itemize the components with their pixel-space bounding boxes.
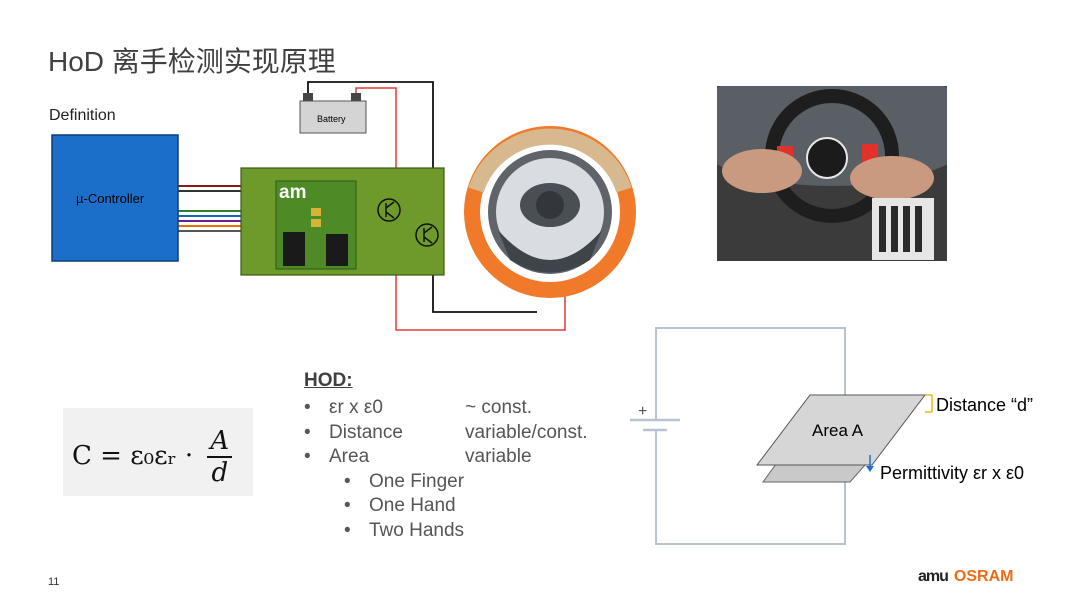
controller-label: µ-Controller xyxy=(76,191,145,206)
sub-item-label: Two Hands xyxy=(369,519,465,541)
plus-sign: + xyxy=(638,403,647,420)
pcb-chip-right xyxy=(326,234,348,266)
steering-wheel-photo xyxy=(717,86,947,261)
definition-label: Definition xyxy=(49,107,116,124)
pcb-brand: am xyxy=(279,182,306,203)
item-label: εr x ε0 xyxy=(329,397,383,418)
battery-terminal-neg xyxy=(303,93,313,101)
pcb-component xyxy=(311,219,321,227)
sub-item-label: One Finger xyxy=(369,470,465,492)
sub-item-label: One Hand xyxy=(369,495,456,516)
pcb-chip-left xyxy=(283,232,305,266)
distance-label: Distance “d” xyxy=(936,395,1033,415)
item-label: Area xyxy=(329,446,370,467)
bus-wires xyxy=(178,185,241,232)
controller-box xyxy=(51,134,179,262)
formula-lhs: C = ε₀εᵣ · xyxy=(72,441,194,471)
slide-title: HoD 离手检测实现原理 xyxy=(48,46,336,77)
item-value: variable xyxy=(465,446,532,467)
steering-wheel xyxy=(464,126,636,298)
transistor-icon xyxy=(415,223,439,247)
item-value: variable/const. xyxy=(465,421,588,443)
battery-label: Battery xyxy=(317,114,346,124)
area-label: Area A xyxy=(812,421,864,440)
item-value: ~ const. xyxy=(465,397,533,418)
page-number: 11 xyxy=(48,576,60,588)
battery-terminal-pos xyxy=(351,93,361,101)
permittivity-label: Permittivity εr x ε0 xyxy=(880,463,1024,483)
transistor-icon xyxy=(377,198,401,222)
capacitance-formula: C = ε₀εᵣ · A d xyxy=(72,426,233,488)
formula-numerator: A xyxy=(207,426,233,458)
pcb-component xyxy=(311,208,321,216)
capacitor-circuit xyxy=(630,327,933,545)
formula-box xyxy=(63,408,253,496)
hod-heading: HOD: xyxy=(304,370,353,391)
item-label: Distance xyxy=(329,421,403,443)
battery xyxy=(299,100,367,134)
formula-fraction: A d xyxy=(207,426,233,488)
logo-ams: amu xyxy=(918,568,949,585)
logo-osram: OSRAM xyxy=(953,568,1014,585)
formula-denominator: d xyxy=(211,458,229,488)
